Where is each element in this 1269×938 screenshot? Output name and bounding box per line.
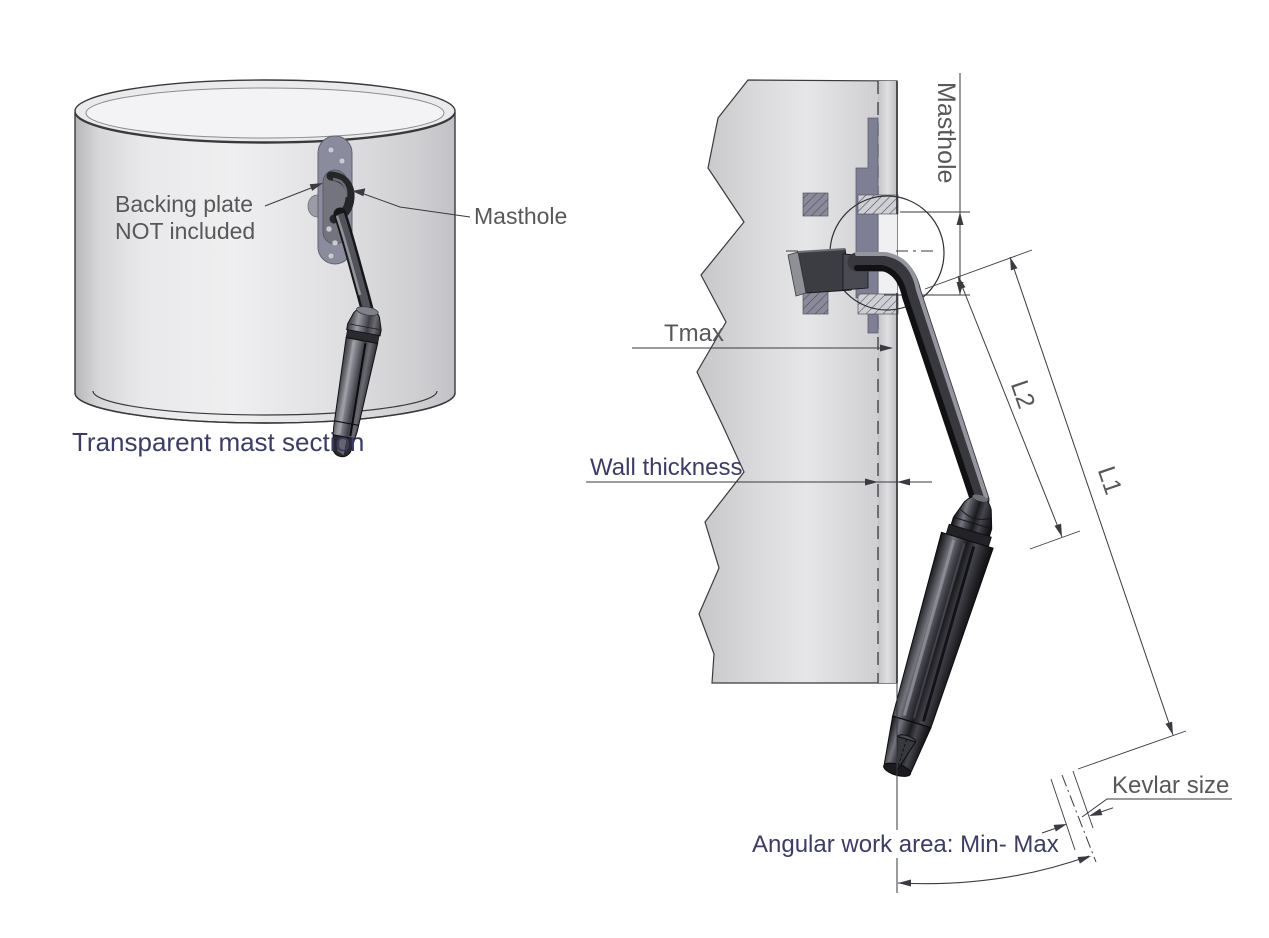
plate-hole — [325, 225, 333, 233]
dim-masthole: Masthole — [932, 73, 964, 295]
wall-strip-upper — [878, 81, 897, 212]
angular-label: Angular work area: Min- Max — [752, 831, 1059, 858]
tube-base — [847, 252, 990, 510]
exit-fitting-right — [787, 248, 994, 777]
backing-plate-label-line1: Backing plate — [115, 191, 253, 217]
backing-plate-leader-arrow — [309, 183, 323, 191]
angular-arrow-left — [898, 879, 911, 887]
dim-l2-line — [957, 275, 1063, 538]
kevlar-ext-left — [1050, 778, 1076, 851]
mast-top-rim-inner — [85, 87, 445, 139]
toggle-end-face — [787, 251, 807, 297]
barrel-shadow-line — [922, 546, 976, 722]
kevlar-arrow-right — [1089, 808, 1103, 816]
masthole-label-right: Masthole — [932, 82, 960, 183]
backing-plate-label-line2: NOT included — [115, 218, 255, 244]
hatch-lines-seat-top — [803, 193, 828, 216]
mast-bottom-front-arc — [74, 392, 456, 424]
plate-hole — [327, 146, 335, 154]
fitting-body-right — [883, 494, 994, 777]
ext-line-exit — [924, 249, 1033, 290]
angular-arc — [897, 855, 1090, 885]
tube-dark-edge — [854, 265, 977, 506]
tmax-label: Tmax — [664, 320, 724, 347]
funnel-centerline — [895, 739, 907, 773]
kevlar-leader — [1081, 798, 1232, 818]
kevlar-arrow-left — [1053, 824, 1067, 832]
barrel-joint-line — [334, 420, 359, 426]
section-hatching — [802, 192, 899, 315]
right-view: Masthole Tmax Wall thickness L2 — [586, 73, 1232, 893]
plate-hole — [327, 252, 335, 260]
dim-l2-arrow-top — [958, 276, 966, 290]
ext-line-tip — [1077, 730, 1187, 770]
exit-fitting-left — [326, 171, 382, 458]
barrel-highlight — [902, 539, 956, 716]
dim-angular: Angular work area: Min- Max — [752, 683, 1091, 893]
left-view-caption: Transparent mast section — [72, 427, 364, 457]
cap-curve-line — [959, 508, 991, 520]
fitting-shaft-mid — [336, 212, 372, 315]
cap-flange-line — [349, 323, 380, 330]
wall-thickness-label: Wall thickness — [590, 454, 742, 481]
swivel-cap-top — [972, 494, 988, 502]
barrel-shadow-line — [349, 343, 367, 437]
dim-l1-arrow-top — [1010, 257, 1018, 271]
kevlar-arrow-line-right — [1100, 807, 1114, 813]
barrel-mid-streak — [912, 543, 966, 719]
plate-hole — [338, 157, 346, 165]
kevlar-ext-right — [1072, 770, 1094, 829]
kevlar-arrow-line-left — [1041, 828, 1056, 834]
backing-plate-leader — [264, 187, 312, 207]
angular-arrow-right — [1077, 856, 1091, 864]
fitting-body-left — [332, 306, 382, 458]
mast-wall-section — [696, 79, 898, 684]
masthole-leader-arrow — [352, 188, 366, 197]
tube-highlight — [855, 252, 988, 499]
dim-l2-arrow-bottom — [1054, 523, 1062, 537]
masthole-leader-left — [363, 193, 471, 218]
masthole-label-left: Masthole — [474, 203, 567, 229]
dim-masthole-arrow-top — [956, 212, 964, 225]
dim-tmax-arrow — [880, 344, 893, 352]
hatch-lines-top — [858, 195, 898, 214]
kevlar-axis-dashdot — [1061, 774, 1097, 863]
kevlar-label: Kevlar size — [1112, 772, 1229, 799]
fitting-shaft-highlight — [335, 215, 362, 296]
dim-wall-arrow-right — [897, 478, 910, 486]
fitting-loop-highlight — [332, 177, 348, 198]
toggle-top-highlight — [797, 248, 846, 253]
dim-tmax: Tmax — [632, 320, 893, 352]
barrel-highlight — [338, 340, 355, 435]
swivel-cap-top — [356, 306, 379, 316]
ext-line-collar — [1029, 530, 1081, 550]
dim-wall-thickness: Wall thickness — [586, 454, 932, 486]
plate-hole — [331, 239, 339, 247]
mast-cylinder-body — [74, 111, 456, 424]
dim-l1-line — [1009, 256, 1174, 736]
hatch-lines-bottom — [858, 294, 898, 314]
hatch-lines-seat-bottom — [803, 290, 828, 314]
wall-strip-lower — [878, 295, 897, 683]
l1-label: L1 — [1092, 463, 1128, 498]
cap-flange-line — [953, 516, 992, 530]
left-view: Backing plate NOT included Masthole Tran… — [72, 79, 567, 458]
tip-notch — [337, 438, 347, 456]
mast-bottom-inner-arc — [92, 390, 438, 416]
dim-kevlar: Kevlar size — [1041, 770, 1232, 863]
dim-l1-arrow-bottom — [1165, 721, 1173, 735]
dim-wall-arrow-left — [865, 478, 878, 486]
